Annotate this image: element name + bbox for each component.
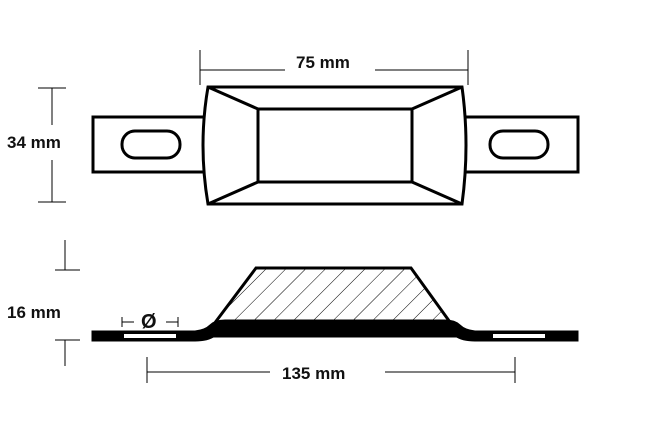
plate [91,319,579,342]
length-label: 135 mm [282,364,345,383]
width-label: 75 mm [296,53,350,72]
right-slot [488,129,550,160]
height-label: 34 mm [7,133,61,152]
top-view [38,50,580,206]
thickness-label: 16 mm [7,303,61,322]
left-slot [120,129,182,160]
hole-diameter-label: Ø [141,311,157,333]
anode-body [201,85,468,206]
left-tab [91,115,210,174]
right-tab [458,115,580,174]
side-view [55,240,579,383]
